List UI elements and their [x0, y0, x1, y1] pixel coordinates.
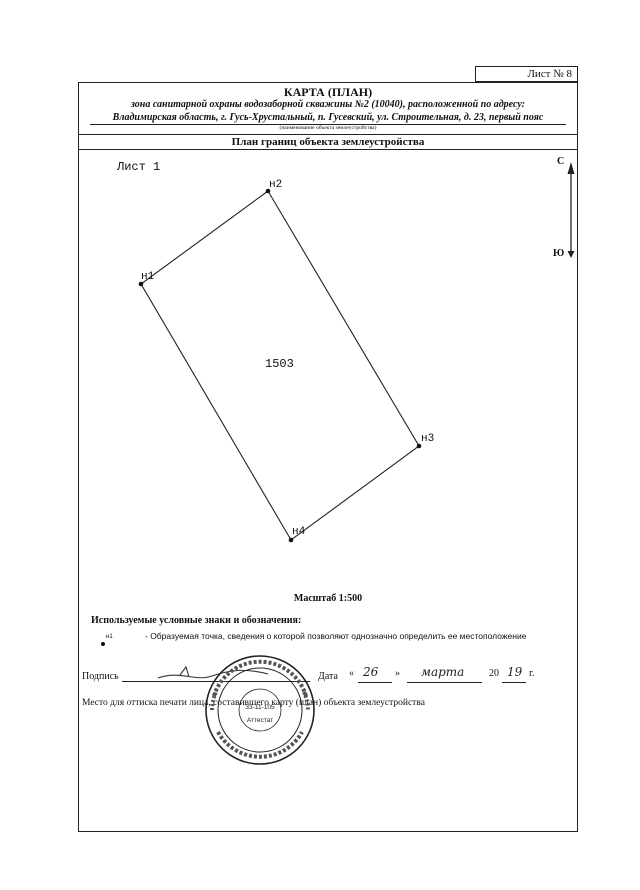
- date-close-quote: »: [395, 668, 400, 679]
- seal-registration-number: 33-11-105: [245, 704, 275, 711]
- date-year-prefix: 20: [489, 668, 499, 679]
- compass-south-label: Ю: [553, 248, 565, 259]
- legend-point-tag: н1: [106, 634, 113, 640]
- date-open-quote: «: [349, 668, 354, 679]
- scale-label: Масштаб 1:500: [293, 593, 363, 604]
- date-year-suffix: 19: [507, 665, 523, 679]
- signature-line: [122, 681, 310, 682]
- sheet-number-box: Лист № 8: [475, 66, 578, 82]
- date-month: марта: [421, 665, 465, 679]
- subtitle-underline: [90, 124, 566, 125]
- date-day: 26: [363, 665, 379, 679]
- compass-north-label: С: [557, 156, 565, 167]
- plan-sheet-label: Лист 1: [117, 160, 161, 174]
- date-month-line: [407, 682, 482, 683]
- subtitle-line-1: зона санитарной охраны водозаборной сква…: [131, 99, 525, 110]
- signature-label: Подпись: [82, 671, 119, 682]
- document-title: КАРТА (ПЛАН): [283, 85, 373, 99]
- boundary-point-n4: [288, 537, 294, 543]
- section-title: План границ объекта землеустройства: [231, 136, 425, 148]
- date-year-line: [502, 682, 526, 683]
- boundary-plan: н2 н1 н3 н4 1503: [138, 162, 575, 543]
- point-label-n1: н1: [141, 271, 155, 283]
- header-divider-top: [78, 134, 578, 135]
- legend-point-icon: [101, 642, 105, 646]
- header-divider-bottom: [78, 149, 578, 150]
- boundary-point-n2: [265, 188, 271, 194]
- legend-title: Используемые условные знаки и обозначени…: [91, 615, 302, 626]
- date-year-unit: г.: [529, 668, 535, 679]
- compass-arrow-icon: [567, 162, 575, 258]
- subtitle-line-2: Владимирская область, г. Гусь-Хрустальны…: [112, 112, 544, 123]
- signature-scribble: [157, 665, 269, 679]
- date-label: Дата: [318, 671, 338, 682]
- map-frame: [78, 82, 578, 832]
- round-seal: 33-11-105 Аттестат: [205, 655, 315, 765]
- date-day-line: [358, 682, 392, 683]
- point-label-n3: н3: [421, 433, 434, 445]
- boundary-point-n3: [416, 443, 422, 449]
- point-label-n4: н4: [292, 526, 306, 538]
- boundary-point-n1: [138, 281, 144, 287]
- legend-point-description: - Образуемая точка, сведения о которой п…: [145, 631, 527, 641]
- date-value: « 26 » марта 20 19 г.: [349, 665, 549, 688]
- parcel-number: 1503: [265, 357, 294, 371]
- object-caption: (наименование объекта землеустройства): [279, 125, 377, 131]
- point-label-n2: н2: [269, 179, 282, 191]
- sheet-number: Лист № 8: [527, 68, 572, 80]
- stamp-place-text: Место для оттиска печати лица, составивш…: [82, 698, 425, 708]
- seal-certificate-label: Аттестат: [247, 717, 273, 724]
